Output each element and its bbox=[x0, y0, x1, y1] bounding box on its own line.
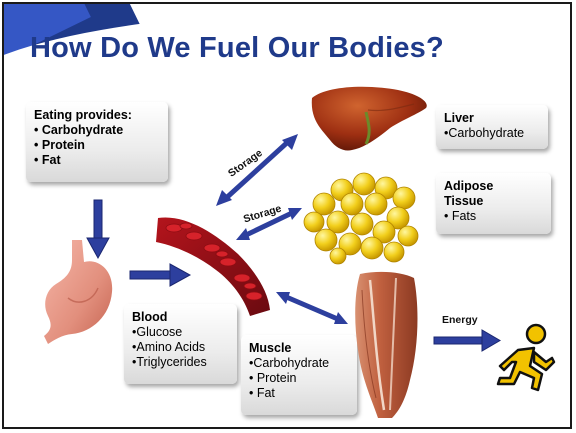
liver-icon bbox=[306, 82, 431, 154]
blood-item: •Amino Acids bbox=[132, 340, 229, 355]
energy-label: Energy bbox=[442, 314, 478, 326]
adipose-item: • Fats bbox=[444, 209, 543, 224]
slide: How Do We Fuel Our Bodies? Eating provid… bbox=[2, 2, 572, 429]
stomach-icon bbox=[42, 236, 122, 346]
slide-title: How Do We Fuel Our Bodies? bbox=[30, 32, 444, 65]
arrow-muscle-to-runner bbox=[434, 330, 502, 352]
muscle-item: • Protein bbox=[249, 371, 349, 386]
eating-box: Eating provides: • Carbohydrate • Protei… bbox=[26, 102, 168, 182]
muscle-box: Muscle •Carbohydrate • Protein • Fat bbox=[241, 335, 357, 415]
eating-item: Carbohydrate bbox=[42, 123, 123, 137]
eating-heading: Eating provides: bbox=[34, 108, 160, 123]
muscle-item: •Carbohydrate bbox=[249, 356, 349, 371]
arrow-eating-to-stomach bbox=[86, 200, 110, 260]
blood-item: •Triglycerides bbox=[132, 355, 229, 370]
eating-item: Fat bbox=[42, 153, 61, 167]
liver-box: Liver •Carbohydrate bbox=[436, 105, 548, 149]
eating-item: Protein bbox=[42, 138, 85, 152]
arrow-stomach-to-blood bbox=[130, 264, 192, 286]
muscle-icon bbox=[350, 270, 422, 420]
adipose-heading-line2: Tissue bbox=[444, 194, 543, 209]
liver-item: •Carbohydrate bbox=[444, 126, 540, 141]
blood-item: •Glucose bbox=[132, 325, 229, 340]
fat-cells-icon bbox=[304, 174, 426, 264]
muscle-heading: Muscle bbox=[249, 341, 349, 356]
adipose-box: Adipose Tissue • Fats bbox=[436, 173, 551, 234]
adipose-heading-line1: Adipose bbox=[444, 179, 543, 194]
arrow-blood-muscle bbox=[276, 288, 348, 328]
runner-icon bbox=[494, 322, 556, 394]
liver-heading: Liver bbox=[444, 111, 540, 126]
muscle-item: • Fat bbox=[249, 386, 349, 401]
